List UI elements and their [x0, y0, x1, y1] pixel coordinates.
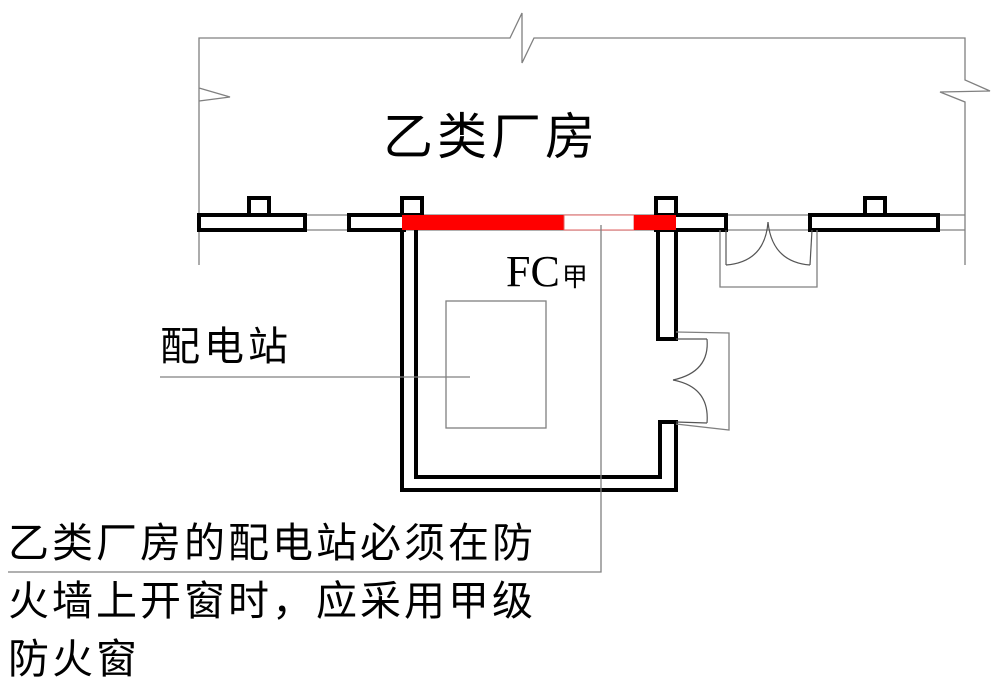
- pilaster: [247, 196, 271, 217]
- side-door-leaf: [675, 421, 708, 424]
- equipment-box: [445, 300, 547, 429]
- room-label: 配电站: [160, 324, 292, 370]
- fire-window-frame-left: [402, 215, 564, 230]
- note-text: 乙类厂房的配电站必须在防 火墙上开窗时，应采用甲级 防火窗: [8, 514, 608, 688]
- fire-window-glazing: [563, 214, 635, 231]
- fire-window-code: FC: [506, 247, 560, 296]
- note-line: 乙类厂房的配电站必须在防: [8, 519, 536, 567]
- side-door-swing-arc: [672, 379, 708, 424]
- window-leader-line: [8, 225, 602, 573]
- note-line: 防火窗: [8, 635, 140, 683]
- wall-segment: [808, 213, 940, 232]
- side-door-swing-arc: [672, 338, 708, 381]
- building-outline-top: [198, 12, 991, 265]
- fire-window-label: FC甲: [506, 250, 588, 294]
- note-line: 火墙上开窗时，应采用甲级: [8, 577, 536, 625]
- main-door-frame: [719, 230, 818, 288]
- pilaster: [654, 196, 678, 217]
- fire-window-frame-right: [634, 215, 676, 230]
- pilaster: [863, 196, 887, 217]
- building-label: 乙类厂房: [383, 108, 599, 166]
- main-door-swing-arc: [725, 221, 769, 266]
- room-wall-inner: [414, 230, 662, 479]
- side-door-frame: [675, 331, 730, 431]
- wall-segment: [347, 213, 406, 232]
- main-door-swing-arc: [767, 221, 811, 266]
- main-door-leaf: [809, 229, 813, 266]
- pilaster: [400, 196, 424, 217]
- fire-window-grade: 甲: [561, 263, 588, 292]
- room-wall-stub: [656, 230, 678, 341]
- wall-segment: [197, 213, 307, 232]
